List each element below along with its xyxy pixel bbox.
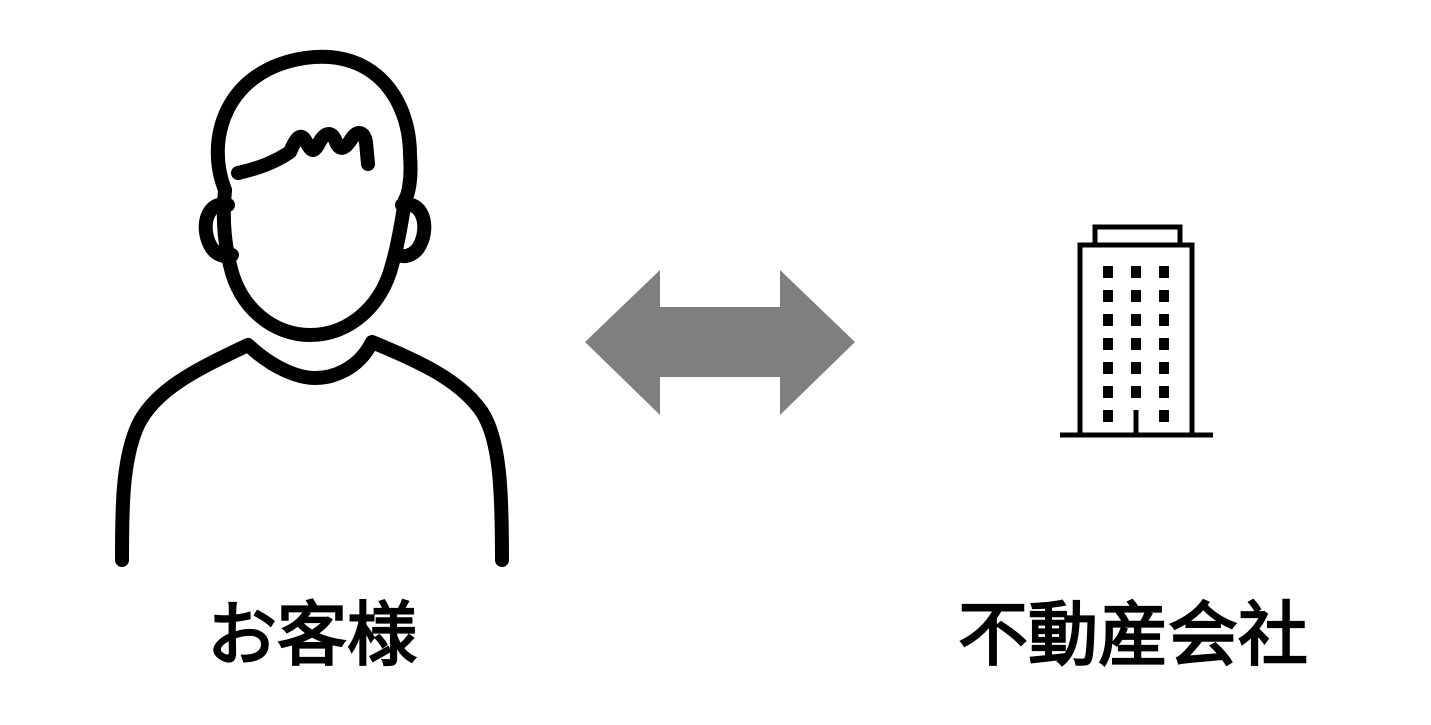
real-estate-company-label: 不動産会社: [958, 594, 1308, 676]
customer-label: お客様: [207, 594, 417, 676]
double-arrow-icon: [585, 270, 855, 415]
person-icon: [115, 49, 509, 567]
building-icon: [1060, 224, 1213, 438]
